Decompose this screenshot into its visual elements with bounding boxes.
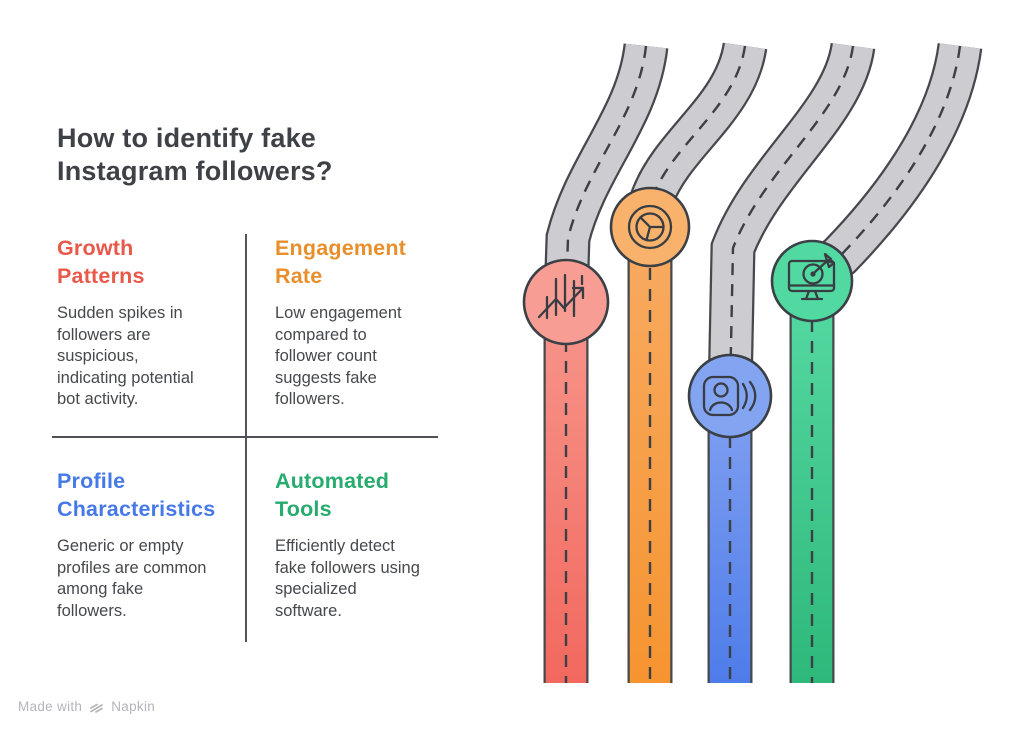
gray-road-1 <box>543 42 669 301</box>
profile-icon <box>702 375 757 417</box>
gray-roads <box>543 41 983 395</box>
gray-road-2 <box>627 41 768 229</box>
profile-characteristics-milestone <box>687 353 773 439</box>
section-body: Sudden spikes in followers are suspiciou… <box>57 304 194 408</box>
page-title: How to identify fake Instagram followers… <box>57 123 333 186</box>
napkin-logo-icon <box>90 703 104 713</box>
trend-chart-icon <box>537 273 585 320</box>
gray-road-3 <box>707 41 876 395</box>
gray-road-4 <box>797 42 983 298</box>
automated-tools-milestone <box>770 239 854 323</box>
section-heading: Automated Tools <box>275 469 390 521</box>
engagement-rate-milestone <box>609 186 691 268</box>
section-heading: Engagement Rate <box>275 236 407 288</box>
section-automated-tools: Automated Tools Efficiently detect fake … <box>275 467 465 622</box>
section-growth-patterns: Growth Patterns Sudden spikes in followe… <box>57 234 247 411</box>
section-body: Generic or empty profiles are common amo… <box>57 537 207 620</box>
pie-chart-icon <box>627 204 673 250</box>
growth-patterns-milestone <box>522 258 610 346</box>
made-with-label: Made with <box>18 699 83 714</box>
section-profile-characteristics: Profile Characteristics Generic or empty… <box>57 467 247 622</box>
napkin-brand-label: Napkin <box>111 699 156 714</box>
section-body: Efficiently detect fake followers using … <box>275 537 420 620</box>
section-body: Low engagement compared to follower coun… <box>275 304 402 408</box>
quadrant-divider-horizontal <box>52 436 438 438</box>
section-heading: Growth Patterns <box>57 236 145 288</box>
made-with-napkin-credit: Made with Napkin <box>18 698 155 715</box>
section-engagement-rate: Engagement Rate Low engagement compared … <box>275 234 465 411</box>
monitor-target-icon <box>787 252 836 301</box>
section-heading: Profile Characteristics <box>57 469 216 521</box>
quadrant-divider-vertical <box>245 234 247 642</box>
colored-road-bars <box>543 226 835 683</box>
milestone-circles <box>522 186 854 439</box>
